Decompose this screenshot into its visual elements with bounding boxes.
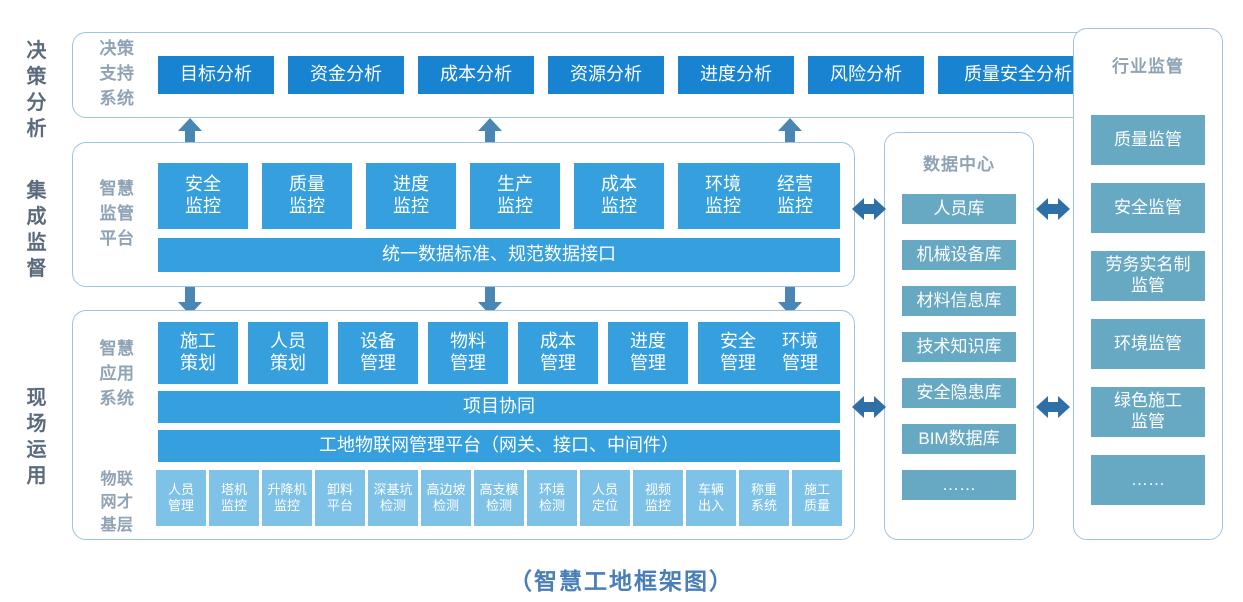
supervision-item-4[interactable]: 绿色施工 监管	[1091, 387, 1205, 437]
integration-item-6[interactable]: 经营 监控	[750, 163, 840, 229]
diagram-caption: （智慧工地框架图）	[509, 568, 734, 594]
supervision-item-0[interactable]: 质量监管	[1091, 115, 1205, 165]
integration-standards-bar[interactable]: 统一数据标准、规范数据接口	[158, 238, 840, 272]
iot-item-4[interactable]: 深基坑 检测	[368, 470, 418, 526]
onsite-item-5[interactable]: 进度 管理	[608, 322, 688, 384]
data-center-item-6[interactable]: ……	[902, 470, 1016, 500]
iot-item-2[interactable]: 升降机 监控	[262, 470, 312, 526]
arrow-up-center-icon	[478, 118, 502, 146]
integration-item-1[interactable]: 质量 监控	[262, 163, 352, 229]
decision-item-3[interactable]: 资源分析	[548, 56, 664, 94]
integration-item-4[interactable]: 成本 监控	[574, 163, 664, 229]
onsite-group-label: 智慧 应用 系统	[99, 339, 135, 408]
supervision-item-5[interactable]: ……	[1091, 455, 1205, 505]
data-center-item-1[interactable]: 机械设备库	[902, 240, 1016, 270]
iot-item-0[interactable]: 人员 管理	[156, 470, 206, 526]
onsite-item-0[interactable]: 施工 策划	[158, 322, 238, 384]
integration-group-label: 智慧 监管 平台	[99, 179, 135, 248]
iot-item-1[interactable]: 塔机 监控	[209, 470, 259, 526]
decision-item-2[interactable]: 成本分析	[418, 56, 534, 94]
iot-item-5[interactable]: 高边坡 检测	[421, 470, 471, 526]
arrow-down-left-icon	[178, 287, 202, 315]
supervision-item-2[interactable]: 劳务实名制 监管	[1091, 251, 1205, 301]
iot-item-7[interactable]: 环境 检测	[527, 470, 577, 526]
arrow-bidirectional-left-bottom-icon	[852, 396, 886, 418]
onsite-item-2[interactable]: 设备 管理	[338, 322, 418, 384]
tier-label-integration: 集成 监督	[26, 180, 48, 280]
onsite-item-3[interactable]: 物料 管理	[428, 322, 508, 384]
data-center-item-2[interactable]: 材料信息库	[902, 286, 1016, 316]
iot-item-6[interactable]: 高支模 检测	[474, 470, 524, 526]
arrow-bidirectional-right-bottom-icon	[1036, 396, 1070, 418]
iot-item-12[interactable]: 施工 质量	[792, 470, 842, 526]
data-center-item-4[interactable]: 安全隐患库	[902, 378, 1016, 408]
onsite-item-4[interactable]: 成本 管理	[518, 322, 598, 384]
integration-item-3[interactable]: 生产 监控	[470, 163, 560, 229]
onsite-collaboration-bar[interactable]: 项目协同	[158, 391, 840, 423]
supervision-item-3[interactable]: 环境监管	[1091, 319, 1205, 369]
onsite-item-1[interactable]: 人员 策划	[248, 322, 328, 384]
decision-item-5[interactable]: 风险分析	[808, 56, 924, 94]
onsite-iot-platform-bar[interactable]: 工地物联网管理平台（网关、接口、中间件）	[158, 430, 840, 462]
arrow-down-center-icon	[478, 287, 502, 315]
arrow-bidirectional-right-top-icon	[1036, 198, 1070, 220]
arrow-down-right-icon	[778, 287, 802, 315]
data-center-title: 数据中心	[923, 155, 995, 174]
iot-group-label: 物联 网才 基层	[100, 471, 134, 534]
arrow-up-right-icon	[778, 118, 802, 146]
supervision-item-1[interactable]: 安全监管	[1091, 183, 1205, 233]
data-center-item-0[interactable]: 人员库	[902, 194, 1016, 224]
integration-item-0[interactable]: 安全 监控	[158, 163, 248, 229]
onsite-item-7[interactable]: 环境 管理	[760, 322, 840, 384]
iot-item-10[interactable]: 车辆 出入	[686, 470, 736, 526]
data-center-item-5[interactable]: BIM数据库	[902, 424, 1016, 454]
decision-group-label: 决策 支持 系统	[99, 39, 135, 108]
iot-item-8[interactable]: 人员 定位	[580, 470, 630, 526]
tier-label-onsite: 现场 运用	[26, 387, 48, 487]
iot-item-3[interactable]: 卸料 平台	[315, 470, 365, 526]
tier-label-decision: 决策 分析	[26, 40, 48, 140]
decision-item-4[interactable]: 进度分析	[678, 56, 794, 94]
decision-item-0[interactable]: 目标分析	[158, 56, 274, 94]
decision-item-1[interactable]: 资金分析	[288, 56, 404, 94]
iot-item-9[interactable]: 视频 监控	[633, 470, 683, 526]
decision-item-6[interactable]: 质量安全分析	[938, 56, 1098, 94]
supervision-title: 行业监管	[1112, 57, 1184, 76]
arrow-up-left-icon	[178, 118, 202, 146]
iot-item-11[interactable]: 称重 系统	[739, 470, 789, 526]
data-center-item-3[interactable]: 技术知识库	[902, 332, 1016, 362]
arrow-bidirectional-left-top-icon	[852, 198, 886, 220]
integration-item-2[interactable]: 进度 监控	[366, 163, 456, 229]
